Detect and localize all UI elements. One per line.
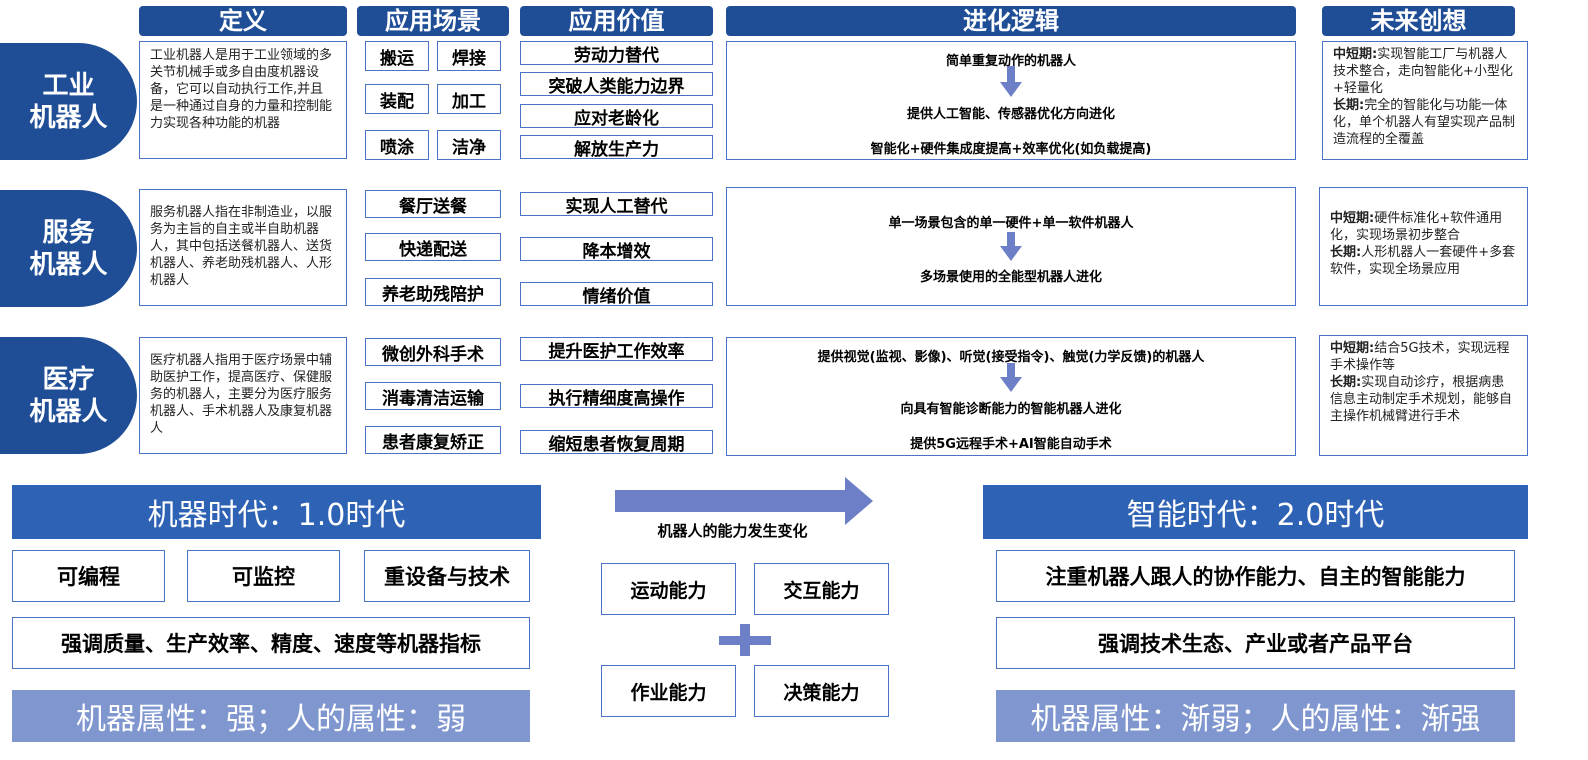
row-label-line1: 工业 (42, 70, 95, 101)
future-short-label: 中短期: (1333, 47, 1378, 62)
era1-attr: 机器属性：强；人的属性：弱 (12, 690, 530, 742)
era2-attr: 机器属性：渐弱；人的属性：渐强 (996, 690, 1515, 742)
value-cell: 缩短患者恢复周期 (520, 430, 713, 455)
definition-service: 服务机器人指在非制造业，以服务为主旨的自主或半自助机器人，其中包括送餐机器人、送… (139, 189, 347, 306)
ability-box: 交互能力 (754, 563, 889, 615)
header-scenarios: 应用场景 (357, 6, 509, 36)
row-label-industrial: 工业 机器人 (0, 43, 137, 160)
era1-wide-tag: 强调质量、生产效率、精度、速度等机器指标 (12, 617, 530, 669)
era2-tag: 强调技术生态、产业或者产品平台 (996, 617, 1515, 669)
era2-tag: 注重机器人跟人的协作能力、自主的智能能力 (996, 550, 1515, 602)
row-label-line1: 服务 (42, 217, 95, 248)
scenario-cell: 喷涂 (365, 130, 429, 160)
scenario-cell: 患者康复矫正 (365, 426, 501, 454)
row-label-line2: 机器人 (29, 396, 108, 427)
scenario-cell: 养老助残陪护 (365, 278, 501, 306)
header-definition: 定义 (139, 6, 347, 36)
scenario-cell: 洁净 (437, 130, 501, 160)
future-long-label: 长期: (1330, 245, 1362, 260)
scenario-cell: 装配 (365, 84, 429, 114)
evolution-step: 简单重复动作的机器人 (945, 54, 1076, 69)
value-cell: 突破人类能力边界 (520, 72, 713, 97)
scenario-cell: 消毒清洁运输 (365, 382, 501, 410)
era1-title: 机器时代：1.0时代 (12, 485, 541, 539)
row-label-service: 服务 机器人 (0, 190, 137, 307)
row-label-medical: 医疗 机器人 (0, 337, 137, 454)
future-long-text: 实现自动诊疗，根据病患信息主动制定手术规划，能够自主操作机械臂进行手术 (1330, 375, 1513, 424)
future-long-label: 长期: (1330, 375, 1362, 390)
header-future: 未来创想 (1322, 6, 1515, 36)
evolution-step: 单一场景包含的单一硬件+单一软件机器人 (888, 216, 1134, 231)
evolution-medical: 提供视觉(监视、影像)、听觉(接受指令)、触觉(力学反馈)的机器人 向具有智能诊… (726, 337, 1296, 456)
value-cell: 执行精细度高操作 (520, 384, 713, 409)
future-service: 中短期:硬件标准化+软件通用化，实现场景初步整合 长期:人形机器人一套硬件+多套… (1319, 187, 1528, 306)
future-long-text: 完全的智能化与功能一体化，单个机器人有望实现产品制造流程的全覆盖 (1333, 98, 1516, 147)
future-short-label: 中短期: (1330, 341, 1375, 356)
era2-title: 智能时代：2.0时代 (983, 485, 1528, 539)
evolution-step: 提供视觉(监视、影像)、听觉(接受指令)、触觉(力学反馈)的机器人 (817, 350, 1205, 365)
down-arrow-icon (1000, 66, 1022, 97)
era1-tag: 可监控 (187, 550, 340, 602)
future-short-text: 硬件标准化+软件通用化，实现场景初步整合 (1330, 211, 1503, 243)
ability-box: 作业能力 (601, 665, 736, 717)
future-long-label: 长期: (1333, 98, 1365, 113)
future-medical: 中短期:结合5G技术，实现远程手术操作等 长期:实现自动诊疗，根据病患信息主动制… (1319, 335, 1528, 456)
scenario-cell: 焊接 (437, 41, 501, 71)
evolution-step: 提供5G远程手术+AI智能自动手术 (910, 437, 1112, 452)
ability-box: 决策能力 (754, 665, 889, 717)
future-industrial: 中短期:实现智能工厂与机器人技术整合，走向智能化+小型化+轻量化 长期:完全的智… (1322, 41, 1528, 160)
value-cell: 解放生产力 (520, 135, 713, 160)
evolution-step: 提供人工智能、传感器优化方向进化 (906, 107, 1115, 122)
scenario-cell: 搬运 (365, 41, 429, 71)
row-label-line2: 机器人 (29, 102, 108, 133)
evolution-industrial: 简单重复动作的机器人 提供人工智能、传感器优化方向进化 智能化+硬件集成度提高+… (726, 41, 1296, 160)
right-arrow-icon (615, 477, 873, 525)
value-cell: 降本增效 (520, 237, 713, 262)
scenario-cell: 快递配送 (365, 233, 501, 261)
ability-box: 运动能力 (601, 563, 736, 615)
value-cell: 应对老龄化 (520, 104, 713, 129)
future-short-label: 中短期: (1330, 211, 1375, 226)
era1-tag: 重设备与技术 (364, 550, 530, 602)
evolution-service: 单一场景包含的单一硬件+单一软件机器人 多场景使用的全能型机器人进化 (726, 187, 1296, 306)
future-short-text: 实现智能工厂与机器人技术整合，走向智能化+小型化+轻量化 (1333, 47, 1513, 96)
evolution-step: 多场景使用的全能型机器人进化 (919, 270, 1102, 285)
definition-industrial: 工业机器人是用于工业领域的多关节机械手或多自由度机器设备，它可以自动执行工作,并… (139, 41, 347, 159)
future-short-text: 结合5G技术，实现远程手术操作等 (1330, 341, 1510, 373)
arrow-caption: 机器人的能力发生变化 (657, 522, 808, 540)
future-long-text: 人形机器人一套硬件+多套软件，实现全场景应用 (1330, 245, 1516, 277)
value-cell: 劳动力替代 (520, 41, 713, 66)
value-cell: 实现人工替代 (520, 192, 713, 217)
era1-tag: 可编程 (12, 550, 165, 602)
value-cell: 情绪价值 (520, 282, 713, 307)
down-arrow-icon (1000, 363, 1022, 392)
scenario-cell: 微创外科手术 (365, 338, 501, 366)
scenario-cell: 餐厅送餐 (365, 190, 501, 218)
row-label-line2: 机器人 (29, 249, 108, 280)
definition-medical: 医疗机器人指用于医疗场景中辅助医护工作，提高医疗、保健服务的机器人，主要分为医疗… (139, 337, 347, 454)
header-evolution: 进化逻辑 (726, 6, 1296, 36)
header-value: 应用价值 (520, 6, 713, 36)
evolution-step: 向具有智能诊断能力的智能机器人进化 (900, 402, 1122, 417)
scenario-cell: 加工 (437, 84, 501, 114)
value-cell: 提升医护工作效率 (520, 337, 713, 362)
down-arrow-icon (1000, 232, 1022, 261)
evolution-step: 智能化+硬件集成度提高+效率优化(如负载提高) (870, 142, 1152, 157)
row-label-line1: 医疗 (42, 364, 95, 395)
plus-icon (719, 624, 771, 656)
